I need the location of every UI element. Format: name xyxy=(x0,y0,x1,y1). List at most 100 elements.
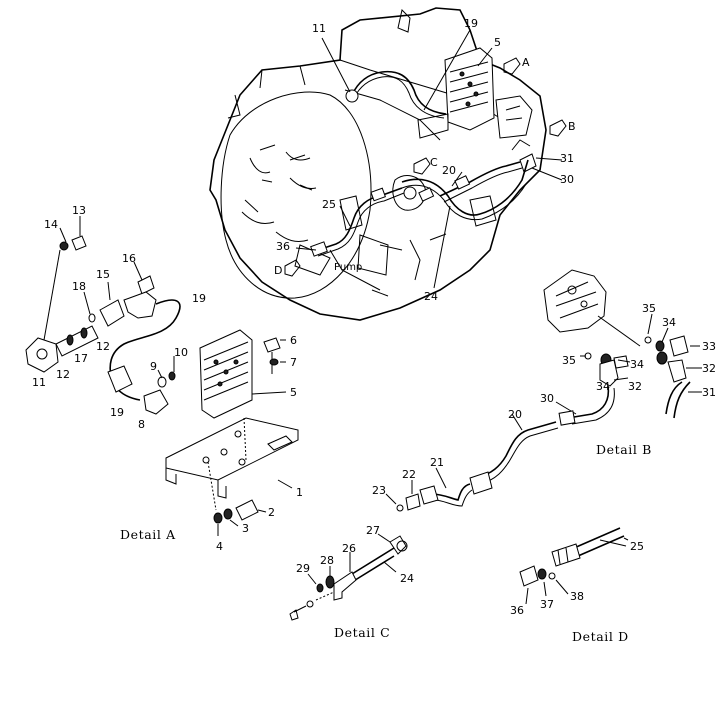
callout-38: 38 xyxy=(570,590,584,603)
callout-3: 3 xyxy=(242,522,249,535)
callout-19-a1: 19 xyxy=(192,292,206,305)
callout-24-top: 24 xyxy=(424,290,438,303)
hose-19-top xyxy=(351,70,447,115)
washer-29 xyxy=(316,583,324,593)
fitting-36 xyxy=(310,241,328,257)
callout-10: 10 xyxy=(174,346,188,359)
callout-6: 6 xyxy=(290,334,297,347)
washer-4 xyxy=(213,512,223,524)
view-arrow-a xyxy=(503,57,521,75)
bolt-13 xyxy=(71,235,87,251)
callout-5-a: 5 xyxy=(290,386,297,399)
callout-4: 4 xyxy=(216,540,223,553)
detail-b-group xyxy=(385,269,702,512)
callout-36-top: 36 xyxy=(276,240,290,253)
o-ring-38 xyxy=(548,572,556,580)
o-ring-18 xyxy=(88,313,96,323)
elbow-8 xyxy=(143,389,169,415)
callout-16: 16 xyxy=(122,252,136,265)
callout-34-b3: 34 xyxy=(630,358,644,371)
callout-5-top: 5 xyxy=(494,36,501,49)
flange-11 xyxy=(25,337,59,373)
bracket-26 xyxy=(333,571,357,601)
callout-30-top: 30 xyxy=(560,173,574,186)
callout-25-top: 25 xyxy=(322,198,336,211)
valve-block-b xyxy=(543,269,607,333)
callout-35-b1: 35 xyxy=(642,302,656,315)
callout-25-d: 25 xyxy=(630,540,644,553)
caption-detail-c: Detail C xyxy=(334,625,390,640)
view-arrow-b xyxy=(549,119,567,137)
callout-17: 17 xyxy=(74,352,88,365)
detail-c-group xyxy=(289,533,408,621)
callout-13: 13 xyxy=(72,204,86,217)
view-arrow-d xyxy=(284,259,301,277)
callout-24-c: 24 xyxy=(400,572,414,585)
callout-37: 37 xyxy=(540,598,554,611)
callout-12-a1: 12 xyxy=(96,340,110,353)
callout-27: 27 xyxy=(366,524,380,537)
mounting-plate-1 xyxy=(165,417,299,481)
callout-31-b: 31 xyxy=(702,386,716,399)
detail-d-group xyxy=(519,527,629,605)
caption-detail-d: Detail D xyxy=(572,629,629,644)
callout-33: 33 xyxy=(702,340,716,353)
callout-b-arrow: B xyxy=(568,120,576,133)
caption-detail-b: Detail B xyxy=(596,442,652,457)
callout-34-b1: 34 xyxy=(662,316,676,329)
callout-d-arrow: D xyxy=(274,264,282,277)
callout-12-a2: 12 xyxy=(56,368,70,381)
callout-8: 8 xyxy=(138,418,145,431)
elbow-32 xyxy=(599,359,619,387)
callout-20-b: 20 xyxy=(508,408,522,421)
fitting-34-top xyxy=(655,340,665,352)
callout-labels: 11 19 5 A B C D 31 30 20 25 36 24 Pump 1… xyxy=(32,17,716,617)
tube-17 xyxy=(55,325,99,357)
elbow-fitting xyxy=(345,89,359,103)
callout-7: 7 xyxy=(290,356,297,369)
pipe-25-detail-d xyxy=(573,527,625,557)
callout-11-a: 11 xyxy=(32,376,46,389)
plug-16 xyxy=(137,275,155,295)
callout-36-d: 36 xyxy=(510,604,524,617)
callout-29: 29 xyxy=(296,562,310,575)
clamp-28 xyxy=(325,575,335,589)
callout-1: 1 xyxy=(296,486,303,499)
pipe-24-top xyxy=(401,159,529,216)
pipe-24-detail-c xyxy=(351,543,401,583)
fitting-22 xyxy=(405,493,421,511)
callout-19-a2: 19 xyxy=(110,406,124,419)
callout-11-top: 11 xyxy=(312,22,326,35)
pipe-30 xyxy=(567,385,610,419)
callout-31-top: 31 xyxy=(560,152,574,165)
callout-23: 23 xyxy=(372,484,386,497)
o-ring-23 xyxy=(396,504,404,512)
plug-33 xyxy=(669,335,689,357)
hose-31 xyxy=(665,381,691,419)
caption-detail-a: Detail A xyxy=(120,527,176,542)
callout-19-top: 19 xyxy=(464,17,478,30)
callout-21: 21 xyxy=(430,456,444,469)
callout-28: 28 xyxy=(320,554,334,567)
callout-c-arrow: C xyxy=(430,156,438,169)
leader-lines-main xyxy=(295,29,563,289)
callout-20-top: 20 xyxy=(442,164,456,177)
callout-15: 15 xyxy=(96,268,110,281)
top-control-valve xyxy=(417,47,533,139)
fitting-9 xyxy=(157,376,167,388)
callout-pump: Pump xyxy=(334,262,362,273)
callout-14: 14 xyxy=(44,218,58,231)
washer-3 xyxy=(223,508,233,520)
detail-a-group xyxy=(25,216,299,536)
callout-26: 26 xyxy=(342,542,356,555)
o-ring-37 xyxy=(537,568,547,580)
fitting-36-d xyxy=(519,565,539,587)
washer-7 xyxy=(269,358,279,366)
callout-18: 18 xyxy=(72,280,86,293)
callout-32-b1: 32 xyxy=(628,380,642,393)
callout-2: 2 xyxy=(268,506,275,519)
bolt-2 xyxy=(235,499,259,521)
callout-30-b: 30 xyxy=(540,392,554,405)
